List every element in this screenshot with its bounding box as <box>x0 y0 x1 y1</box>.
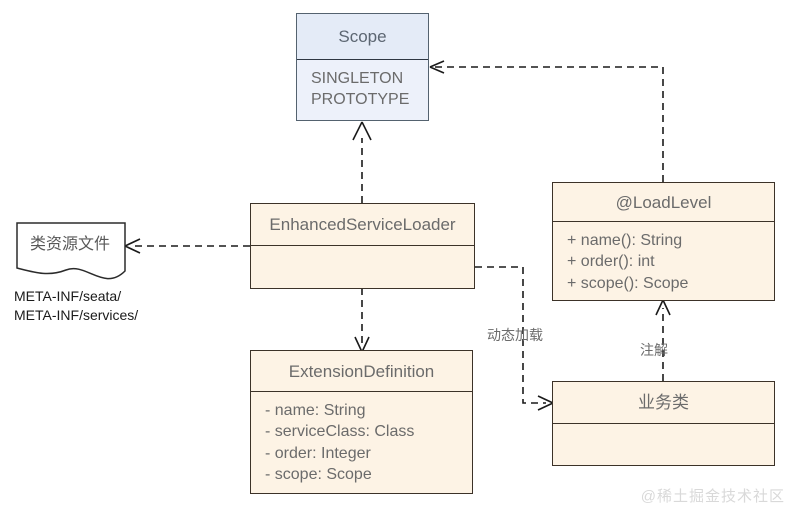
note-resource-file[interactable]: 类资源文件 <box>16 222 124 292</box>
member-row: - name: String <box>265 402 366 419</box>
note-paths: META-INF/seata/ META-INF/services/ <box>14 287 138 326</box>
note-path-line: META-INF/seata/ <box>14 288 122 304</box>
edge-enhanced-to-note <box>124 238 250 254</box>
edge-label-dynamic-loading: 动态加载 <box>487 327 543 343</box>
member-row: + name(): String <box>567 232 683 250</box>
edge-enhanced-to-extension <box>354 288 370 353</box>
class-box-scope[interactable]: Scope SINGLETON PROTOTYPE <box>296 13 429 121</box>
class-title-scope: Scope <box>297 14 428 60</box>
class-members-scope: SINGLETON PROTOTYPE <box>297 60 428 120</box>
member-row: - order: Integer <box>265 444 371 462</box>
edge-label-annotation: 注解 <box>640 342 668 358</box>
member-row: - serviceClass: Class <box>265 423 415 441</box>
note-title: 类资源文件 <box>29 236 110 253</box>
edge-enhanced-to-scope <box>352 121 372 203</box>
class-title-enhanced-service-loader: EnhancedServiceLoader <box>251 204 474 246</box>
member-row: SINGLETON <box>311 70 404 87</box>
class-title-extension-definition: ExtensionDefinition <box>251 351 472 392</box>
class-box-enhanced-service-loader[interactable]: EnhancedServiceLoader <box>250 203 475 289</box>
class-members-load-level: + name(): String + order(): int + scope(… <box>553 222 774 300</box>
class-members-enhanced-service-loader <box>251 246 474 288</box>
class-box-extension-definition[interactable]: ExtensionDefinition - name: String - ser… <box>250 350 473 494</box>
class-title-load-level: @LoadLevel <box>553 183 774 223</box>
class-box-business-class[interactable]: 业务类 <box>552 381 775 466</box>
watermark: @稀土掘金技术社区 <box>640 488 785 505</box>
member-row: - scope: Scope <box>265 465 372 483</box>
member-row: + scope(): Scope <box>567 274 689 292</box>
class-members-extension-definition: - name: String - serviceClass: Class - o… <box>251 392 472 493</box>
note-path-line: META-INF/services/ <box>14 307 139 324</box>
edge-load-level-to-scope <box>429 60 664 182</box>
class-box-load-level[interactable]: @LoadLevel + name(): String + order(): i… <box>552 182 775 301</box>
class-members-business-class <box>553 424 774 465</box>
class-title-business-class: 业务类 <box>553 382 774 424</box>
member-row: PROTOTYPE <box>311 91 410 109</box>
member-row: + order(): int <box>567 253 655 271</box>
